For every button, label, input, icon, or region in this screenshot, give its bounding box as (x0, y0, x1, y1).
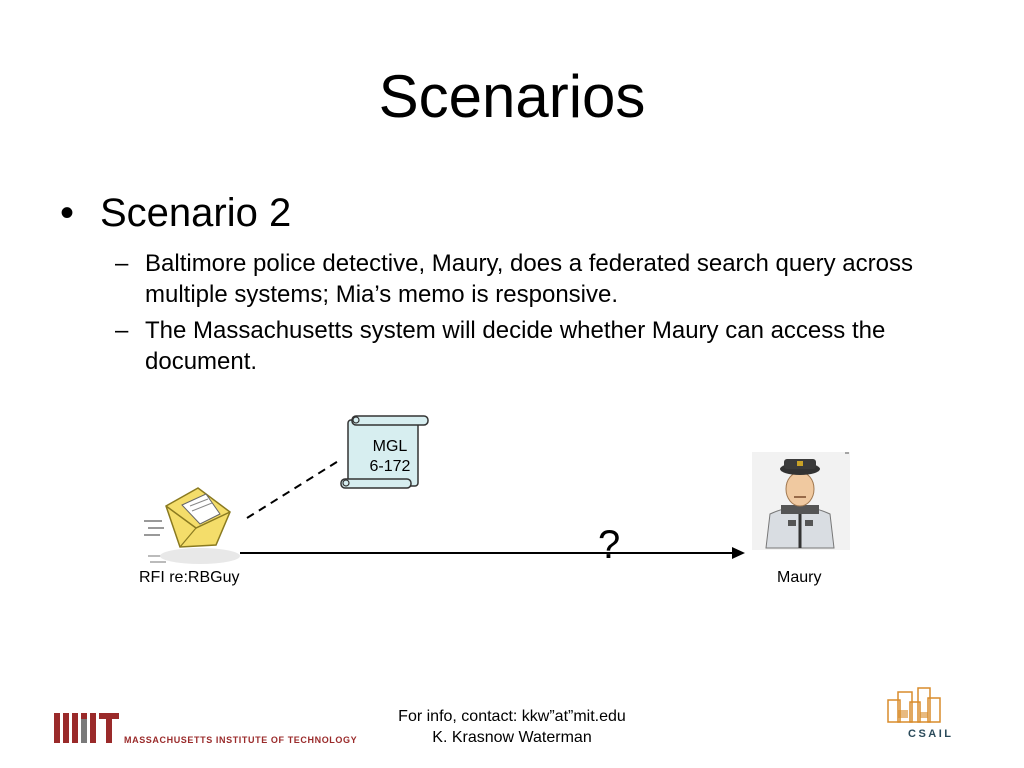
csail-logo (887, 687, 941, 723)
police-officer-icon (752, 452, 850, 550)
sub-bullet-text: Baltimore police detective, Maury, does … (145, 250, 913, 308)
sub-bullet-item: – The Massachusetts system will decide w… (115, 315, 945, 377)
slide-title: Scenarios (378, 63, 646, 130)
mit-wordmark: MASSACHUSETTS INSTITUTE OF TECHNOLOGY (124, 735, 358, 745)
author-line: K. Krasnow Waterman (432, 729, 592, 746)
footer-contact: For info, contact: kkw”at”mit.edu K. Kra… (352, 706, 672, 748)
source-label: RFI re:RBGuy (139, 569, 240, 586)
bullet-text: Scenario 2 (100, 191, 292, 235)
sub-bullet-item: – Baltimore police detective, Maury, doe… (115, 248, 945, 310)
sub-bullet-dash: – (115, 250, 129, 277)
bullet-item: • Scenario 2 (60, 190, 291, 236)
mit-logo (54, 713, 119, 743)
scroll-label-line2: 6-172 (369, 458, 411, 475)
sub-bullet-dash: – (115, 317, 129, 344)
dashed-connector (246, 459, 341, 519)
scroll-icon (340, 415, 429, 489)
envelope-letter-icon (144, 487, 240, 564)
scroll-label-line1: MGL (372, 438, 408, 455)
request-arrow (240, 547, 745, 559)
question-mark: ? (598, 523, 621, 567)
csail-wordmark: CSAIL (908, 728, 954, 740)
bullet-dot: • (60, 191, 75, 235)
contact-line: For info, contact: kkw”at”mit.edu (398, 708, 626, 725)
scroll-label: MGL 6-172 (362, 437, 418, 477)
sub-bullet-text: The Massachusetts system will decide whe… (145, 317, 886, 375)
target-label: Maury (777, 569, 822, 586)
